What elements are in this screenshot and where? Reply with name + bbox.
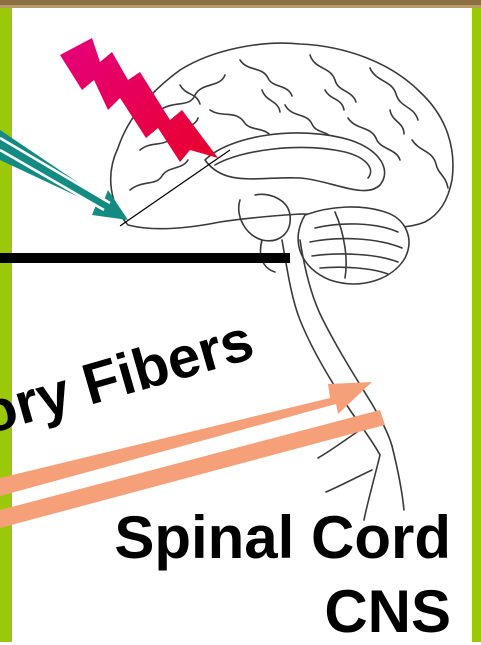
teal-arrow [0,130,128,220]
top-photo-strip-inner [0,5,481,8]
spinal-cord-label: Spinal Cord [114,508,451,568]
top-photo-strip [0,0,481,5]
nerve-branch-2 [392,446,404,510]
horizontal-divider-line [0,253,290,263]
right-border-bar [472,0,481,642]
cns-label: CNS [324,582,451,642]
left-border-bar [0,0,12,642]
cerebellum [298,207,409,284]
nerve-branch-3 [326,470,372,492]
